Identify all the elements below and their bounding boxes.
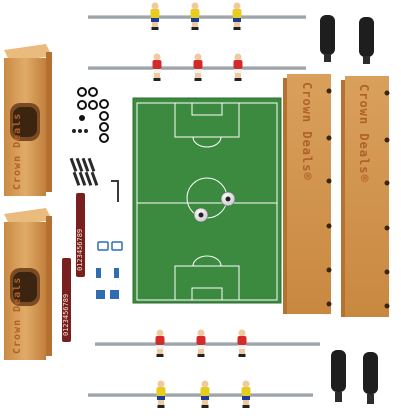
end-panel-top-text: Crown Deals <box>12 113 23 190</box>
side-rail-right: Crown Deals® <box>341 76 390 317</box>
screws <box>69 129 99 186</box>
bumper-rings <box>77 87 109 143</box>
score-counter-bottom-digits: 0123456789 <box>62 294 70 336</box>
end-panel-top: Crown Deals <box>4 44 52 196</box>
rod-bottom-red <box>95 342 320 346</box>
handle-top-left <box>320 15 335 62</box>
player-yellow-top-1 <box>150 2 160 30</box>
side-rail-left-text: Crown Deals® <box>300 82 314 181</box>
player-yellow-bottom-3 <box>241 380 251 408</box>
playing-field <box>132 97 282 304</box>
goal-clips <box>96 241 123 299</box>
score-counter-top: 0123456789 <box>76 193 85 277</box>
player-yellow-bottom-2 <box>200 380 210 408</box>
score-counter-top-digits: 0123456789 <box>76 229 84 271</box>
rod-bottom-yellow <box>88 393 313 397</box>
player-red-bottom-1 <box>155 329 165 357</box>
side-rail-left: Crown Deals® <box>283 74 332 314</box>
player-red-bottom-3 <box>237 329 247 357</box>
player-yellow-top-3 <box>232 2 242 30</box>
score-counter-bottom: 0123456789 <box>62 258 71 342</box>
ball-1 <box>220 191 236 207</box>
handle-bottom-left <box>331 350 346 402</box>
players-layer <box>150 2 251 408</box>
side-rail-right-text: Crown Deals® <box>357 84 371 183</box>
player-red-top-1 <box>152 53 162 81</box>
player-yellow-bottom-1 <box>156 380 166 408</box>
player-yellow-top-2 <box>190 2 200 30</box>
end-panel-bottom: Crown Deals <box>4 208 52 360</box>
allen-key <box>111 180 119 202</box>
player-red-top-2 <box>193 53 203 81</box>
ball-2 <box>193 207 209 223</box>
end-panel-bottom-text: Crown Deals <box>12 277 23 354</box>
handle-top-right <box>359 17 374 64</box>
player-red-bottom-2 <box>196 329 206 357</box>
player-red-top-3 <box>233 53 243 81</box>
handle-bottom-right <box>363 352 378 404</box>
